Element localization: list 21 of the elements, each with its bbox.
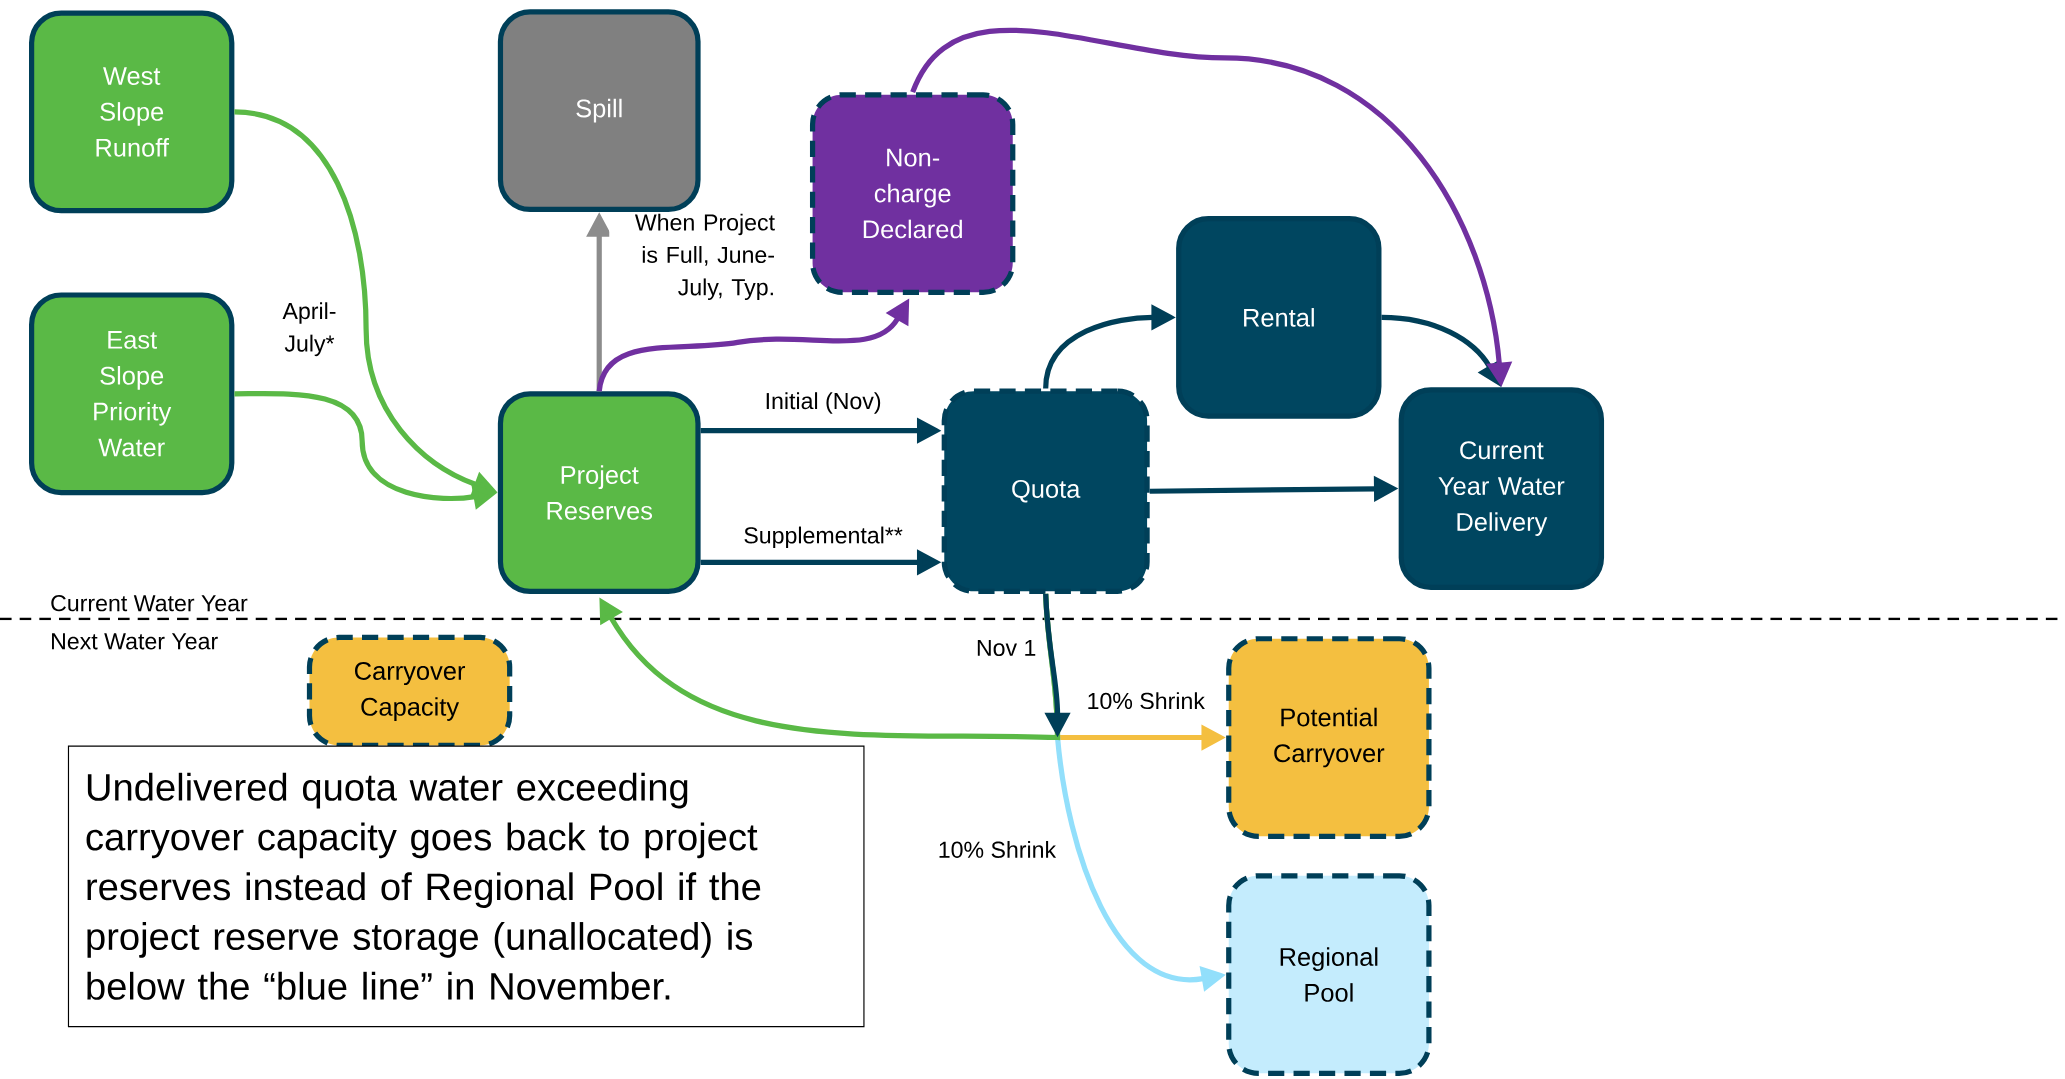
edge-label: Supplemental** xyxy=(742,525,905,550)
process-box: Rental xyxy=(1176,216,1382,419)
edge-label: 10% Shrink xyxy=(1085,691,1207,711)
dashed-box: Carryover Capacity xyxy=(306,635,513,749)
dashed-box: Potential Carryover xyxy=(1226,636,1432,840)
dashed-box: Regional Pool xyxy=(1226,873,1432,1077)
process-box: Spill xyxy=(497,9,701,213)
year-label: Next Water Year xyxy=(52,633,218,650)
edge-label: April-July* xyxy=(270,301,349,358)
source-box: West Slope Runoff xyxy=(29,10,235,214)
process-box: Project Reserves xyxy=(497,391,701,595)
edge-label: When Project is Full, June-July, Typ. xyxy=(609,212,777,302)
note-box: Undelivered quota water exceeding carryover capacity goes back to project reserves instead of Regional Pool if the project reserve storage (unallocated) is below the “blue line” in November. xyxy=(67,745,865,1028)
dashed-box: Non-charge Declared xyxy=(809,92,1016,296)
source-box: East Slope Priority Water xyxy=(29,292,235,496)
process-box: Current Year Water Delivery xyxy=(1398,387,1605,591)
year-label: Current Water Year xyxy=(51,595,248,612)
trunk-label: Nov 1 xyxy=(977,640,1036,657)
edge-label: 10% Shrink xyxy=(936,840,1058,860)
dashed-box: Quota xyxy=(941,388,1150,595)
edge-label: Initial (Nov) xyxy=(763,391,883,416)
